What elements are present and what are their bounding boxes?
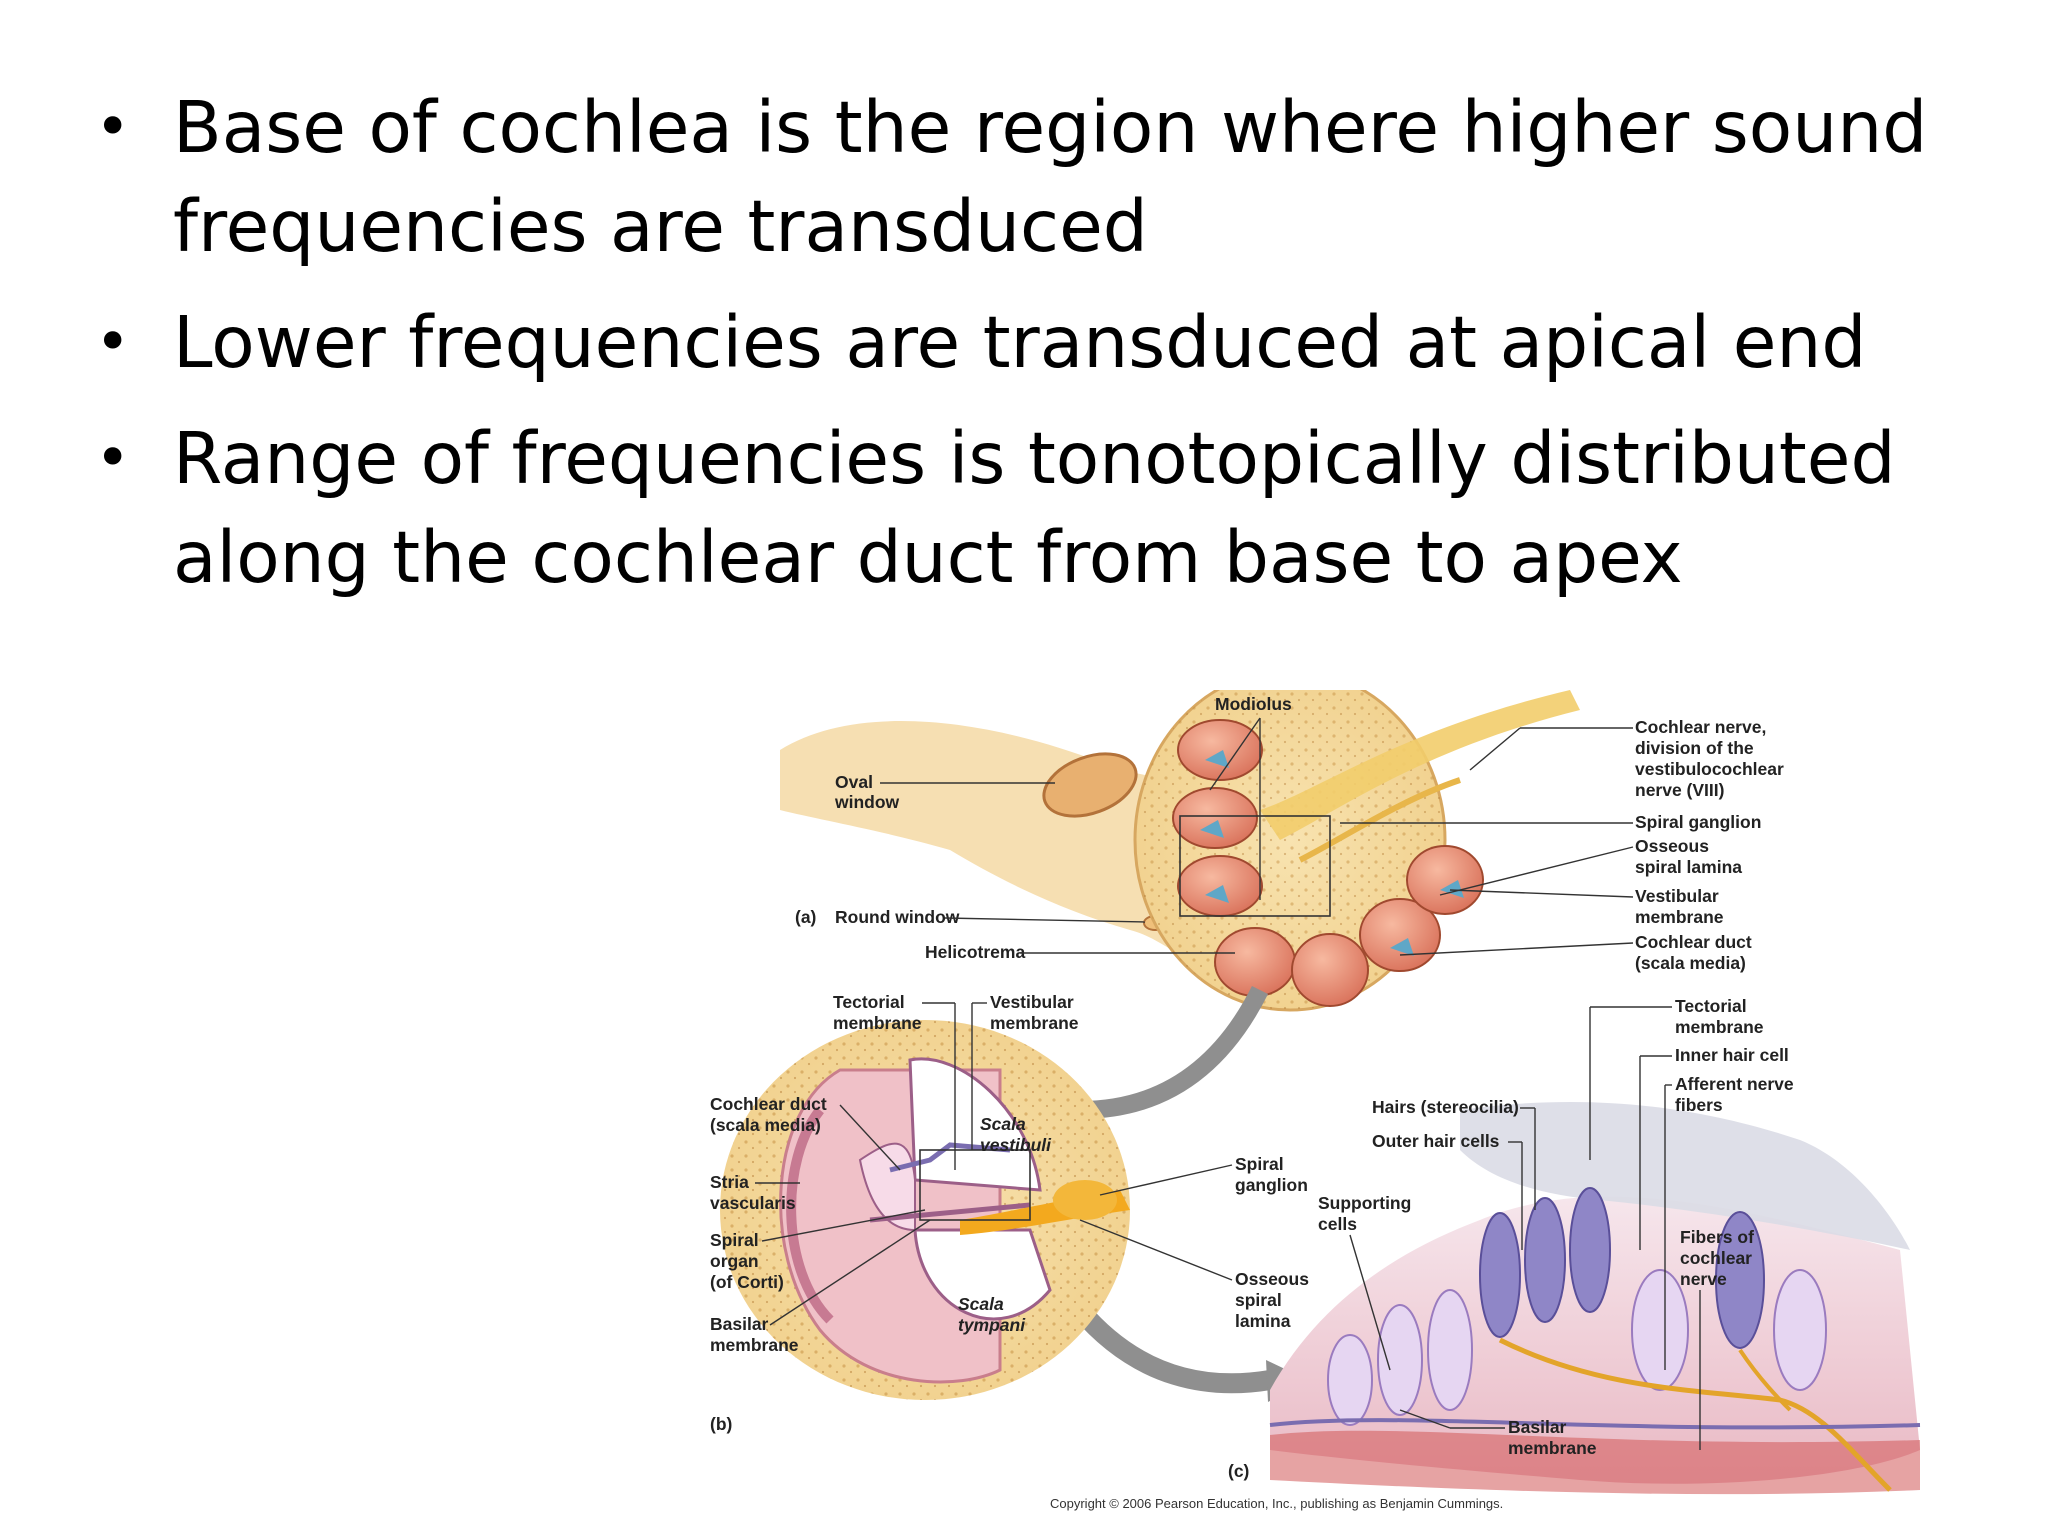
bullet-glyph: • <box>95 423 131 493</box>
label-scala-tympani: Scala <box>958 1294 1004 1314</box>
label-cochlear-nerve-3: vestibulocochlear <box>1635 759 1784 779</box>
label-stria: Stria <box>710 1172 749 1192</box>
label-tectorial-b: Tectorial <box>833 992 905 1012</box>
label-vestibular-b-2: membrane <box>990 1013 1079 1033</box>
panel-b-labels: Tectorial membrane Vestibular membrane C… <box>710 992 1309 1434</box>
label-osseous-a: Osseous <box>1635 836 1709 856</box>
panel-c-tag: (c) <box>1228 1461 1249 1481</box>
label-helicotrema: Helicotrema <box>925 942 1025 962</box>
label-osseous-a-2: spiral lamina <box>1635 857 1742 877</box>
label-fibers-2: cochlear <box>1680 1248 1752 1268</box>
panel-a-tag: (a) <box>795 907 816 927</box>
label-oval-window-2: window <box>834 792 900 812</box>
label-spiral-ganglion-b-2: ganglion <box>1235 1175 1308 1195</box>
label-scala-vestibuli-2: vestibuli <box>980 1135 1052 1155</box>
label-duct-a-2: (scala media) <box>1635 953 1746 973</box>
bullet-item: • Lower frequencies are transduced at api… <box>85 293 1985 392</box>
bullet-item: • Base of cochlea is the region where hig… <box>85 78 1985 276</box>
panel-a-labels: Oval window (a) Round window Helicotrema… <box>795 694 1784 973</box>
label-spiral-organ-3: (of Corti) <box>710 1272 784 1292</box>
label-vestibular-a-2: membrane <box>1635 907 1724 927</box>
label-tectorial-c-2: membrane <box>1675 1017 1764 1037</box>
panel-c-labels: Tectorial membrane Inner hair cell Affer… <box>1228 996 1794 1481</box>
panel-c-drawing <box>1269 1101 1921 1495</box>
label-scala-vestibuli: Scala <box>980 1114 1026 1134</box>
label-oval-window: Oval <box>835 772 873 792</box>
bullet-text: Lower frequencies are transduced at apic… <box>173 301 1867 384</box>
panel-a-drawing <box>780 690 1580 1012</box>
label-basilar-b-2: membrane <box>710 1335 799 1355</box>
label-basilar-b: Basilar <box>710 1314 769 1334</box>
label-duct-a: Cochlear duct <box>1635 932 1752 952</box>
label-afferent: Afferent nerve <box>1675 1074 1794 1094</box>
label-spiral-ganglion-b: Spiral <box>1235 1154 1284 1174</box>
label-inner-hair-cell: Inner hair cell <box>1675 1045 1789 1065</box>
panel-b-tag: (b) <box>710 1414 732 1434</box>
label-osseous-b-2: spiral <box>1235 1290 1282 1310</box>
label-tectorial-c: Tectorial <box>1675 996 1747 1016</box>
label-supporting: Supporting <box>1318 1193 1411 1213</box>
cochlea-illustration: Oval window (a) Round window Helicotrema… <box>710 690 1921 1511</box>
label-basilar-c-2: membrane <box>1508 1438 1597 1458</box>
label-spiral-ganglion-a: Spiral ganglion <box>1635 812 1761 832</box>
label-stria-2: vascularis <box>710 1193 796 1213</box>
label-modiolus: Modiolus <box>1215 694 1292 714</box>
label-cochlear-nerve: Cochlear nerve, <box>1635 717 1766 737</box>
panel-b-drawing <box>720 1020 1130 1400</box>
label-osseous-b-3: lamina <box>1235 1311 1291 1331</box>
label-duct-b-2: (scala media) <box>710 1115 821 1135</box>
label-basilar-c: Basilar <box>1508 1417 1567 1437</box>
bullet-glyph: • <box>95 307 131 377</box>
arrow-a-to-b <box>1079 985 1269 1119</box>
label-spiral-organ: Spiral <box>710 1230 759 1250</box>
copyright-notice: Copyright © 2006 Pearson Education, Inc.… <box>1050 1496 1503 1511</box>
label-cochlear-nerve-4: nerve (VIII) <box>1635 780 1724 800</box>
label-duct-b: Cochlear duct <box>710 1094 827 1114</box>
label-scala-tympani-2: tympani <box>958 1315 1026 1335</box>
bullet-text: Range of frequencies is tonotopically di… <box>173 417 1896 599</box>
label-vestibular-b: Vestibular <box>990 992 1074 1012</box>
label-tectorial-b-2: membrane <box>833 1013 922 1033</box>
label-afferent-2: fibers <box>1675 1095 1723 1115</box>
bullet-glyph: • <box>95 92 131 162</box>
arrow-b-to-c <box>1072 1303 1272 1394</box>
bullet-text: Base of cochlea is the region where high… <box>173 86 1928 268</box>
label-spiral-organ-2: organ <box>710 1251 759 1271</box>
label-cochlear-nerve-2: division of the <box>1635 738 1754 758</box>
bullet-item: • Range of frequencies is tonotopically d… <box>85 409 1985 607</box>
label-osseous-b: Osseous <box>1235 1269 1309 1289</box>
label-outer-hair: Outer hair cells <box>1372 1131 1500 1151</box>
bullet-list: • Base of cochlea is the region where hig… <box>85 78 1985 624</box>
label-supporting-2: cells <box>1318 1214 1357 1234</box>
label-hairs: Hairs (stereocilia) <box>1372 1097 1519 1117</box>
label-fibers-3: nerve <box>1680 1269 1727 1289</box>
label-fibers: Fibers of <box>1680 1227 1754 1247</box>
label-vestibular-a: Vestibular <box>1635 886 1719 906</box>
label-round-window: Round window <box>835 907 960 927</box>
